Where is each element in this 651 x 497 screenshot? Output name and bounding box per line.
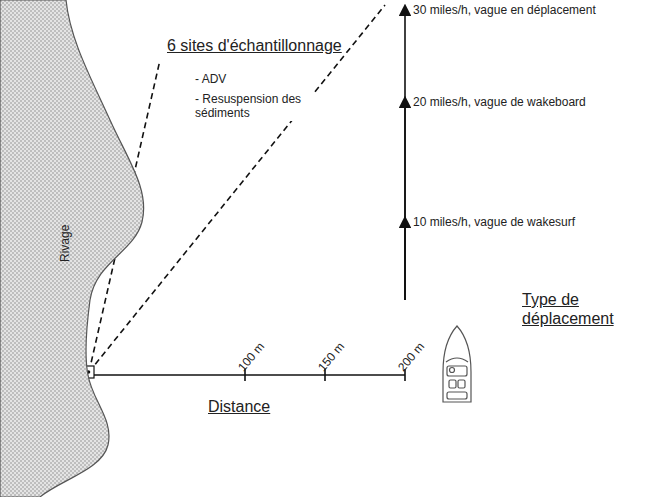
speed-label: 30 miles/h, vague en déplacement (413, 3, 596, 17)
distance-axis (94, 374, 405, 376)
shoreline-shape (0, 0, 160, 497)
speed-arrow (404, 10, 406, 300)
speed-label: 10 miles/h, vague de wakesurf (413, 215, 575, 229)
shore-region: Rivage (0, 0, 160, 497)
section-heading: 6 sites d'échantillonnage (165, 36, 344, 55)
shore-label: Rivage (58, 225, 72, 262)
distance-tick-label: 100 m (235, 340, 267, 375)
list-item: - Resuspension des sédiments (193, 92, 315, 121)
speed-arrow (404, 102, 406, 300)
axis-title: Type de déplacement (522, 290, 642, 328)
speed-label: 20 miles/h, vague de wakeboard (413, 95, 586, 109)
list-item: - ADV (193, 72, 228, 86)
distance-tick-label: 200 m (395, 340, 427, 375)
distance-tick-label: 150 m (315, 340, 347, 375)
boat-icon (443, 326, 471, 402)
axis-title: Distance (208, 397, 270, 416)
